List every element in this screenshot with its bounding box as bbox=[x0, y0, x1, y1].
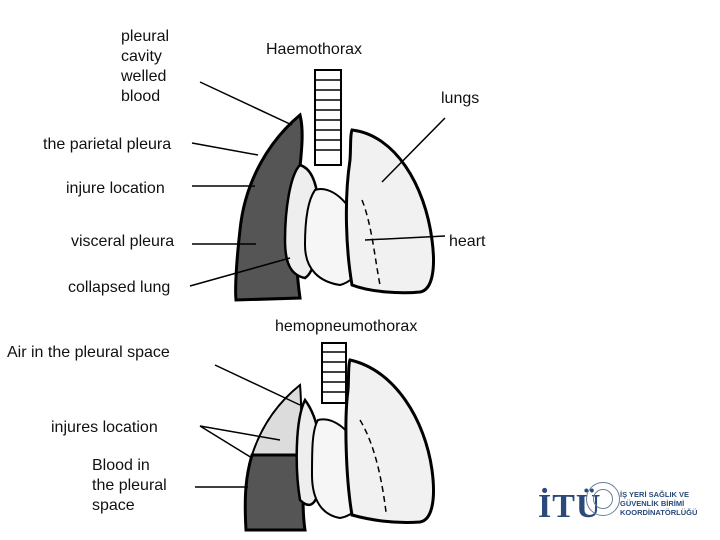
pleural-cavity-label: pleural cavity welled blood bbox=[121, 27, 169, 107]
pleural-cavity-line-2: cavity bbox=[121, 48, 162, 65]
air-in-pleural-space-label: Air in the pleural space bbox=[7, 344, 170, 361]
haemothorax-title: Haemothorax bbox=[266, 41, 363, 58]
right-lung-lower bbox=[344, 358, 435, 524]
trachea bbox=[314, 69, 342, 166]
collapsed-lung-label: collapsed lung bbox=[68, 279, 171, 296]
itu-unit-line-3: KOORDİNATÖRLÜĞÜ bbox=[620, 508, 698, 517]
trachea-lower bbox=[321, 342, 347, 404]
blood-line-3: space bbox=[92, 497, 135, 514]
blood-in-pleural-space-label: Blood in the pleural space bbox=[92, 456, 167, 516]
parietal-pleura-label: the parietal pleura bbox=[43, 136, 172, 153]
injures-location-label: injures location bbox=[51, 419, 158, 436]
pleural-cavity-line-4: blood bbox=[121, 88, 161, 105]
itu-unit-line-2: GÜVENLİK BİRİMİ bbox=[620, 499, 685, 508]
pleural-cavity-line-1: pleural bbox=[121, 28, 170, 45]
itu-logo: İTÜ İŞ YERİ SAĞLIK VE GÜVENLİK BİRİMİ KO… bbox=[538, 480, 716, 536]
injure-location-label: injure location bbox=[66, 180, 165, 197]
visceral-pleura-label: visceral pleura bbox=[71, 233, 175, 250]
right-lung bbox=[344, 128, 435, 295]
lungs-label: lungs bbox=[441, 90, 480, 107]
blood-line-2: the pleural bbox=[92, 477, 167, 494]
blood-line-1: Blood in bbox=[92, 457, 150, 474]
heart-label: heart bbox=[449, 233, 486, 250]
itu-unit-line-1: İŞ YERİ SAĞLIK VE bbox=[620, 490, 690, 499]
itu-unit-name: İŞ YERİ SAĞLIK VE GÜVENLİK BİRİMİ KOORDİ… bbox=[620, 490, 716, 517]
itu-seal-icon bbox=[586, 482, 620, 516]
haemothorax-figure bbox=[189, 69, 446, 302]
hemopneumothorax-title: hemopneumothorax bbox=[275, 318, 418, 335]
hemopneumothorax-figure bbox=[195, 342, 435, 532]
pleural-cavity-line-3: welled bbox=[121, 68, 167, 85]
